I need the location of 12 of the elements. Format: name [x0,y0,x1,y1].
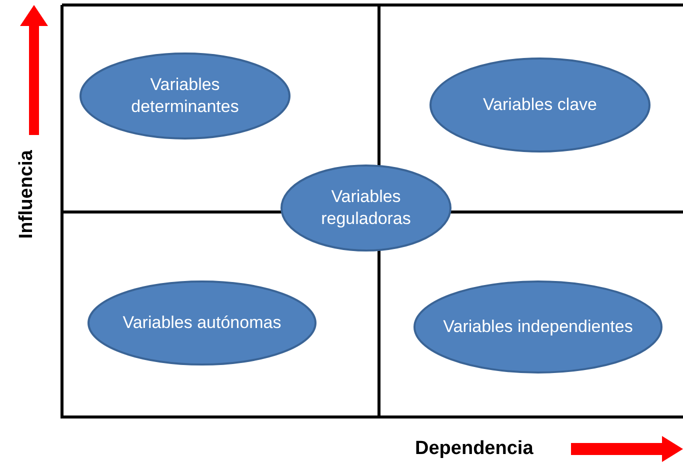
ellipse-node [280,164,452,252]
ellipse-node [79,52,291,140]
ellipse-node [429,57,651,153]
axis-label: Dependencia [415,438,534,460]
axis-label: Influencia [16,150,38,239]
node-label: Variables determinantes [130,74,240,118]
node-label: Variables reguladoras [320,186,412,230]
node-label: Variables autónomas [122,312,282,334]
ellipse-node [413,280,663,374]
ellipse-node [87,280,317,366]
node-label: Variables independientes [442,316,634,338]
node-label: Variables clave [482,94,598,116]
